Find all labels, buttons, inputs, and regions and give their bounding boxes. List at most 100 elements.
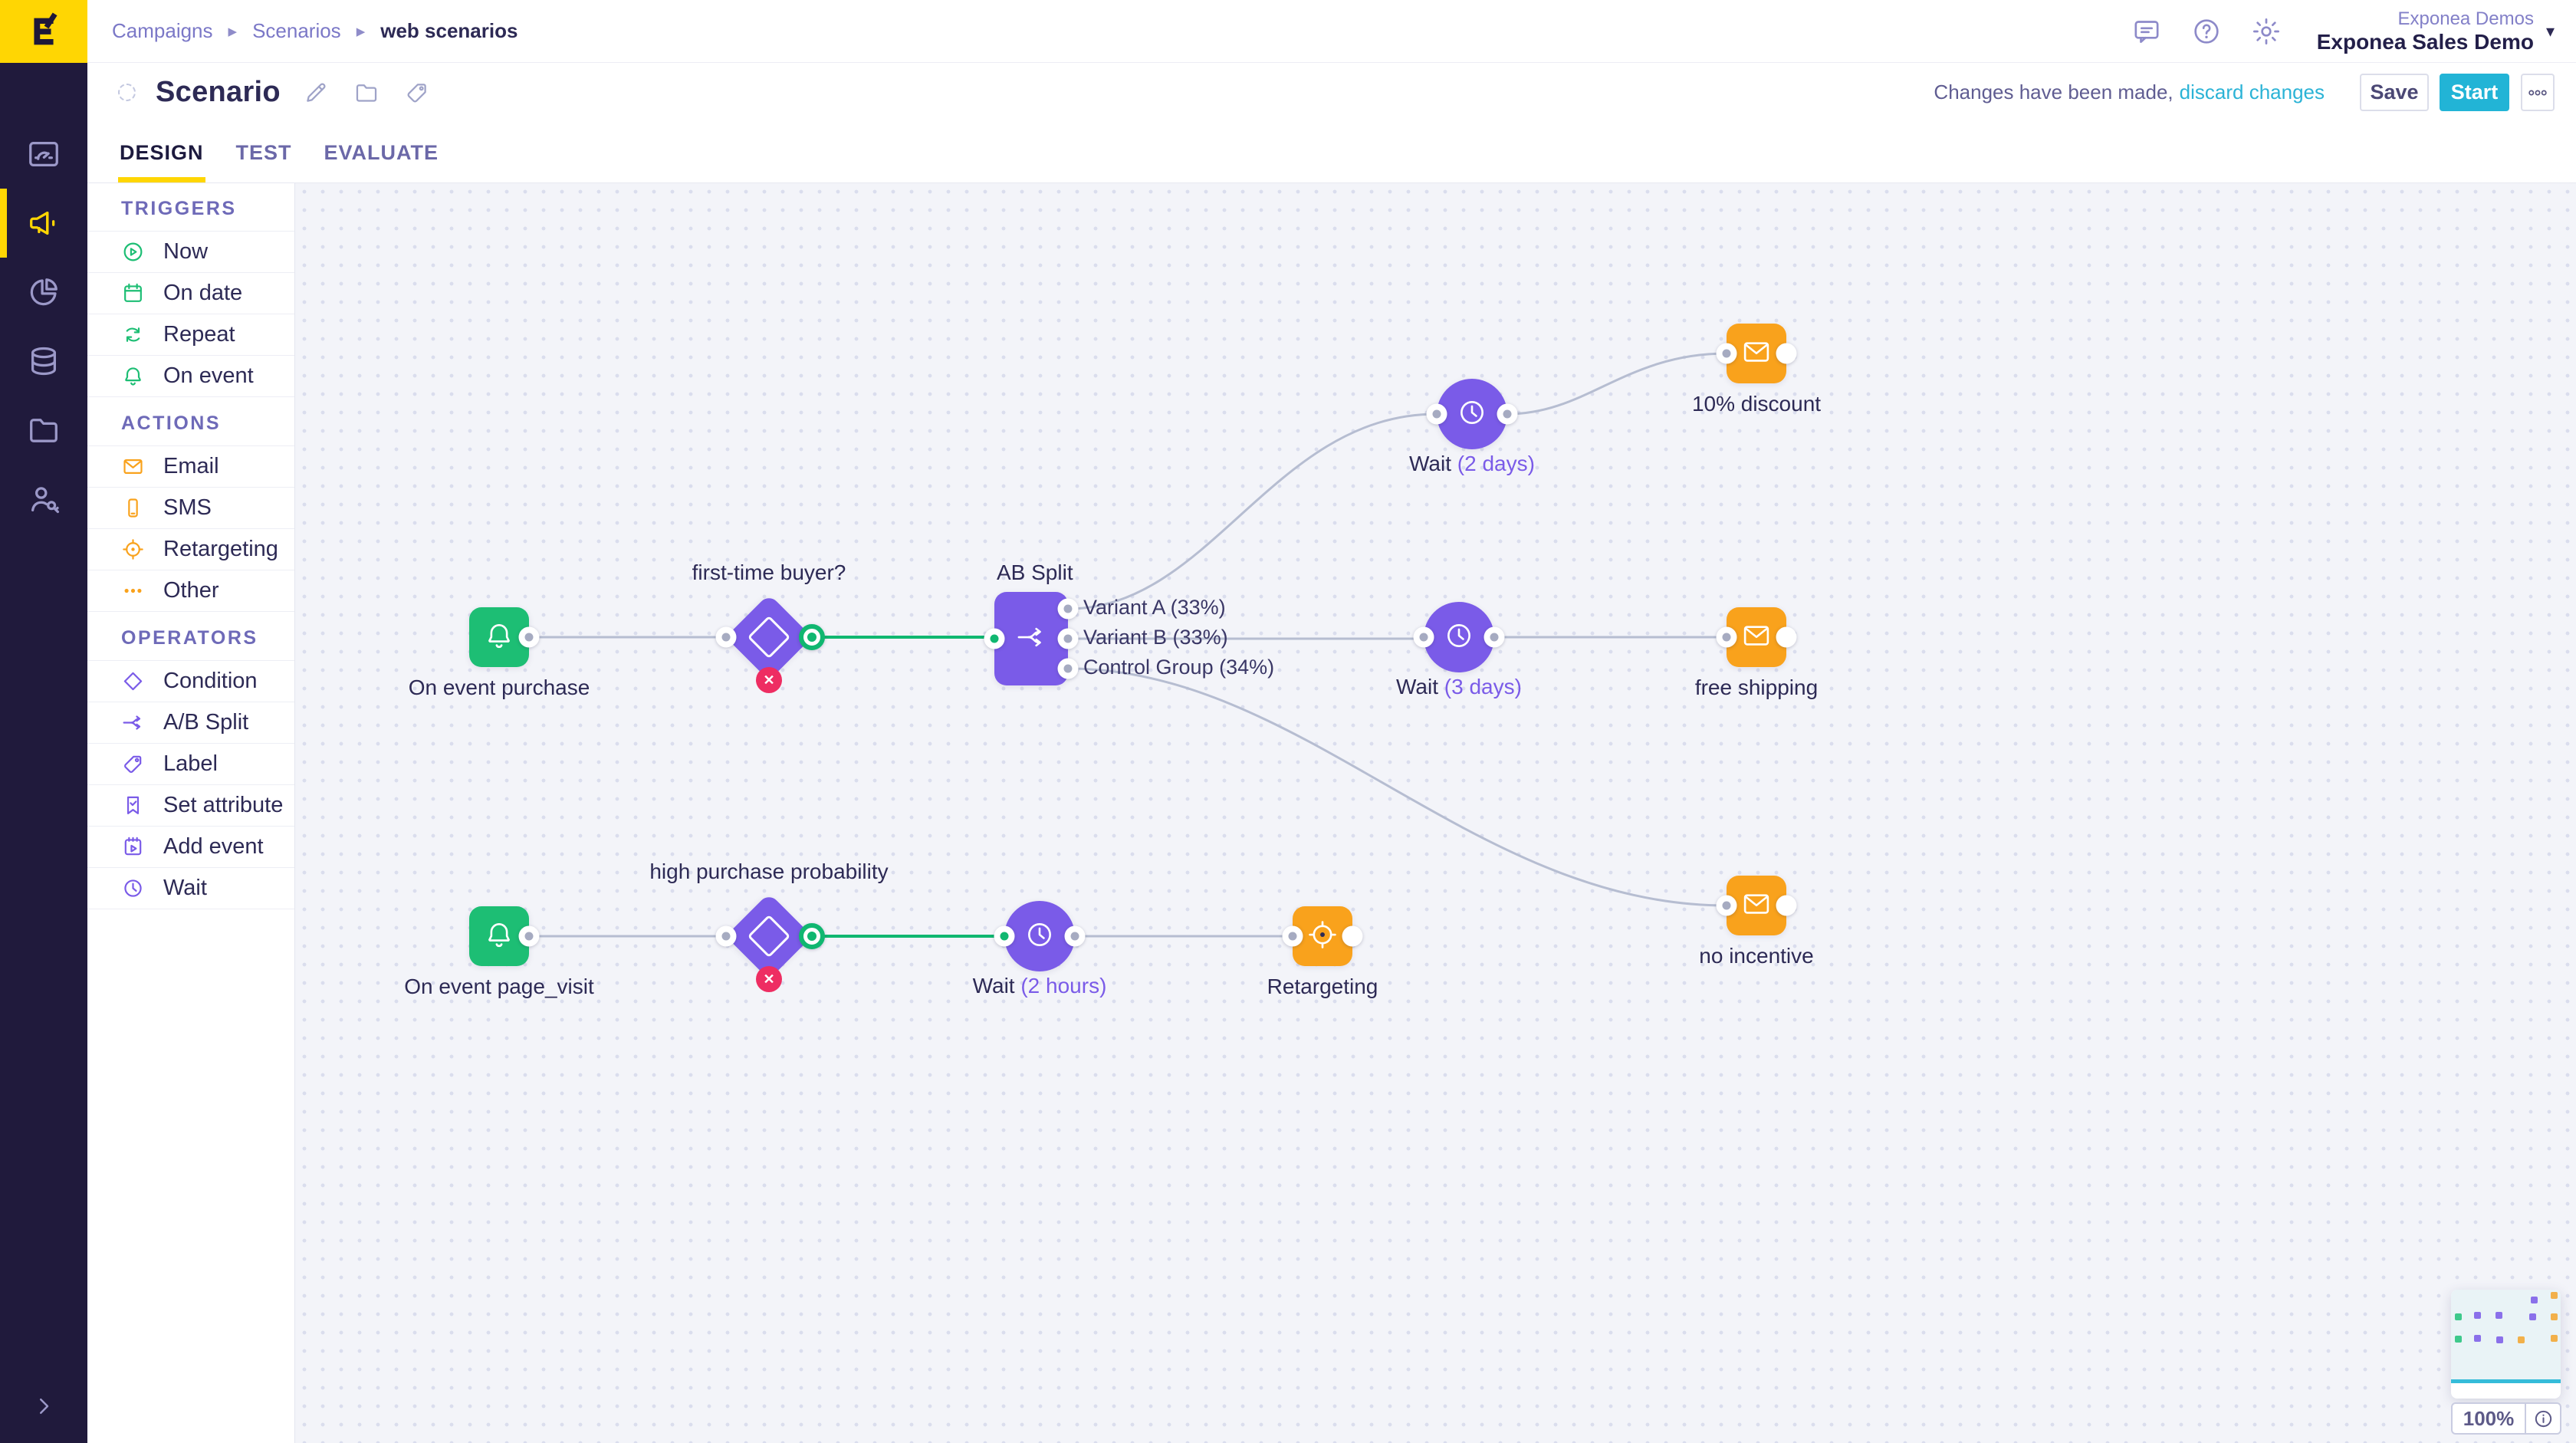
more-options-button[interactable] xyxy=(2521,74,2555,111)
nav-admin[interactable] xyxy=(0,465,87,534)
gear-icon[interactable] xyxy=(2248,13,2285,50)
nav-data[interactable] xyxy=(0,327,87,396)
project-name: Exponea Sales Demo xyxy=(2316,29,2534,54)
palette-item-repeat[interactable]: Repeat xyxy=(87,314,294,356)
zoom-level-button[interactable]: 100% xyxy=(2451,1402,2526,1435)
palette-item-other[interactable]: Other xyxy=(87,570,294,612)
port-retargeting[interactable] xyxy=(1282,925,1303,947)
pencil-icon[interactable] xyxy=(301,77,331,108)
nav-dashboard[interactable] xyxy=(0,120,87,189)
help-icon[interactable] xyxy=(2188,13,2225,50)
nav-assets[interactable] xyxy=(0,396,87,465)
port-retargeting[interactable] xyxy=(1342,925,1363,947)
wait-duration: (2 days) xyxy=(1457,452,1535,475)
node-wait-3-days[interactable] xyxy=(1424,602,1494,672)
node-ab-split[interactable] xyxy=(994,592,1068,685)
save-button[interactable]: Save xyxy=(2360,74,2429,111)
minimap-node-dot xyxy=(2529,1313,2536,1320)
port-wait-2-hours[interactable] xyxy=(1064,925,1086,947)
palette-item-on-event[interactable]: On event xyxy=(87,356,294,397)
folder-icon[interactable] xyxy=(351,77,382,108)
port-condition-high-purchase-probability[interactable] xyxy=(799,923,825,949)
palette-item-retargeting[interactable]: Retargeting xyxy=(87,529,294,570)
palette-item-label: Set attribute xyxy=(163,793,284,817)
port-ab-split[interactable] xyxy=(1057,598,1079,620)
port-email-no-incentive[interactable] xyxy=(1776,895,1797,916)
palette-item-wait[interactable]: Wait xyxy=(87,868,294,909)
exponea-logo[interactable] xyxy=(0,0,87,63)
palette-item-condition[interactable]: Condition xyxy=(87,661,294,702)
port-wait-2-hours[interactable] xyxy=(994,925,1015,947)
diamond-icon xyxy=(747,914,791,958)
changes-note: Changes have been made, xyxy=(1934,81,2174,104)
port-email-no-incentive[interactable] xyxy=(1716,895,1737,916)
port-ab-split[interactable] xyxy=(984,628,1005,649)
rail-dashboard-icon xyxy=(26,136,61,172)
port-ab-split[interactable] xyxy=(1057,628,1079,649)
tab-test[interactable]: TEST xyxy=(235,140,292,164)
exponea-logo-icon xyxy=(34,12,58,45)
palette-item-a-b-split[interactable]: A/B Split xyxy=(87,702,294,744)
port-wait-2-days[interactable] xyxy=(1497,403,1518,425)
nav-campaigns[interactable] xyxy=(0,189,87,258)
palette-item-now[interactable]: Now xyxy=(87,232,294,273)
nav-analyses[interactable] xyxy=(0,258,87,327)
port-email-free-shipping[interactable] xyxy=(1716,626,1737,648)
info-button[interactable] xyxy=(2526,1402,2561,1435)
port-wait-2-days[interactable] xyxy=(1426,403,1447,425)
port-email-free-shipping[interactable] xyxy=(1776,626,1797,648)
mail-icon xyxy=(121,455,145,478)
port-on-event-purchase[interactable] xyxy=(518,626,540,648)
palette-item-label: Now xyxy=(163,239,209,264)
port-condition-first-time-buyer[interactable] xyxy=(715,626,737,648)
port-condition-first-time-buyer[interactable] xyxy=(799,624,825,650)
port-wait-3-days[interactable] xyxy=(1413,626,1434,648)
palette-item-label[interactable]: Label xyxy=(87,744,294,785)
edge-connection xyxy=(1067,667,1727,907)
palette-item-label: Email xyxy=(163,454,219,478)
palette-section-title-triggers: TRIGGERS xyxy=(87,182,294,232)
palette-item-add-event[interactable]: Add event xyxy=(87,827,294,868)
clock-icon xyxy=(1443,620,1475,656)
minimap-node-dot xyxy=(2551,1335,2558,1342)
tab-evaluate[interactable]: EVALUATE xyxy=(324,140,439,164)
split-icon xyxy=(121,711,145,735)
project-switcher[interactable]: Exponea Demos Exponea Sales Demo ▾ xyxy=(2317,8,2555,54)
delete-badge-icon[interactable]: ✕ xyxy=(756,966,782,992)
node-label-ab-split: AB Split xyxy=(997,560,1073,584)
port-ab-split[interactable] xyxy=(1057,658,1079,679)
port-on-event-page-visit[interactable] xyxy=(518,925,540,947)
node-label-email-no-incentive: no incentive xyxy=(1699,944,1814,968)
start-button[interactable]: Start xyxy=(2440,74,2509,111)
minimap-node-dot xyxy=(2474,1312,2481,1319)
port-email-10-discount[interactable] xyxy=(1776,343,1797,364)
palette-section-title-operators: OPERATORS xyxy=(87,612,294,661)
node-wait-2-days[interactable] xyxy=(1437,379,1507,449)
port-condition-high-purchase-probability[interactable] xyxy=(715,925,737,947)
breadcrumb-scenarios[interactable]: Scenarios xyxy=(252,19,341,42)
rail-nav xyxy=(0,120,87,534)
breadcrumb-campaigns[interactable]: Campaigns xyxy=(112,19,213,42)
node-label-wait-3-days: Wait (3 days) xyxy=(1396,675,1522,698)
port-email-10-discount[interactable] xyxy=(1716,343,1737,364)
palette-item-email[interactable]: Email xyxy=(87,446,294,488)
palette-item-label: Add event xyxy=(163,834,264,859)
node-wait-2-hours[interactable] xyxy=(1004,901,1075,971)
tab-design[interactable]: DESIGN xyxy=(118,123,205,182)
top-bar: Campaigns ▶ Scenarios ▶ web scenarios xyxy=(87,0,2576,63)
tag-icon[interactable] xyxy=(402,77,432,108)
minimap-node-dot xyxy=(2474,1335,2481,1342)
expand-rail-chevron-icon[interactable] xyxy=(0,1383,87,1429)
palette-item-on-date[interactable]: On date xyxy=(87,273,294,314)
delete-badge-icon[interactable]: ✕ xyxy=(756,667,782,693)
scenario-canvas[interactable]: On event purchase✕first-time buyer?AB Sp… xyxy=(295,182,2576,1443)
node-label-email-free-shipping: free shipping xyxy=(1694,675,1819,699)
port-wait-3-days[interactable] xyxy=(1484,626,1505,648)
palette-item-set-attribute[interactable]: Set attribute xyxy=(87,785,294,827)
node-label-wait-2-days: Wait (2 days) xyxy=(1409,452,1535,475)
minimap[interactable] xyxy=(2451,1290,2561,1399)
discard-changes-link[interactable]: discard changes xyxy=(2179,81,2325,104)
palette-item-sms[interactable]: SMS xyxy=(87,488,294,529)
chat-icon[interactable] xyxy=(2128,13,2165,50)
